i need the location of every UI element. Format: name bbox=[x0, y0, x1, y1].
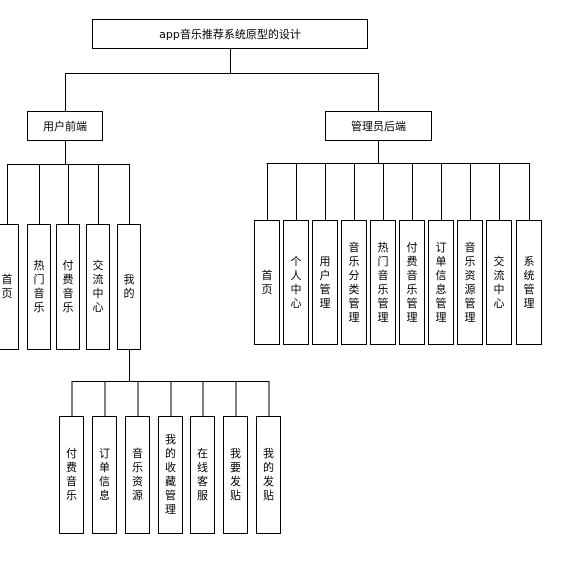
admin-item-hot-music-mgmt: 热门音乐管理 bbox=[370, 220, 396, 345]
admin-item-profile: 个人中心 bbox=[283, 220, 309, 345]
user-item-forum: 交流中心 bbox=[86, 224, 110, 350]
user-item-paid-music-label: 付费音乐 bbox=[62, 259, 74, 314]
mine-item-online-service-label: 在线客服 bbox=[197, 447, 208, 502]
admin-item-user-mgmt-label: 用户管理 bbox=[319, 254, 331, 310]
admin-item-hot-music-mgmt-label: 热门音乐管理 bbox=[377, 240, 389, 324]
user-item-mine-label: 我的 bbox=[123, 273, 135, 300]
admin-item-resource-mgmt-label: 音乐资源管理 bbox=[464, 240, 476, 324]
admin-item-user-mgmt: 用户管理 bbox=[312, 220, 338, 345]
mine-item-online-service: 在线客服 bbox=[190, 416, 215, 534]
mine-item-paid-music: 付费音乐 bbox=[59, 416, 84, 534]
admin-item-forum: 交流中心 bbox=[486, 220, 512, 345]
admin-item-system-mgmt: 系统管理 bbox=[516, 220, 542, 345]
mine-item-new-post: 我要发贴 bbox=[223, 416, 248, 534]
admin-item-order-mgmt-label: 订单信息管理 bbox=[435, 240, 447, 324]
root-label: app音乐推荐系统原型的设计 bbox=[159, 28, 301, 41]
mine-item-my-posts: 我的发贴 bbox=[256, 416, 281, 534]
user-item-home-label: 首页 bbox=[1, 273, 13, 300]
admin-backend-label: 管理员后端 bbox=[351, 120, 406, 133]
admin-item-forum-label: 交流中心 bbox=[493, 254, 505, 310]
root-node: app音乐推荐系统原型的设计 bbox=[92, 19, 368, 49]
admin-backend-node: 管理员后端 bbox=[325, 111, 432, 141]
user-item-home: 首页 bbox=[0, 224, 19, 350]
mine-item-paid-music-label: 付费音乐 bbox=[66, 447, 77, 502]
user-item-paid-music: 付费音乐 bbox=[56, 224, 80, 350]
admin-item-category-mgmt: 音乐分类管理 bbox=[341, 220, 367, 345]
mine-item-new-post-label: 我要发贴 bbox=[230, 447, 241, 502]
admin-item-category-mgmt-label: 音乐分类管理 bbox=[348, 240, 360, 324]
admin-item-paid-music-mgmt: 付费音乐管理 bbox=[399, 220, 425, 345]
admin-item-home-label: 首页 bbox=[261, 268, 273, 296]
user-item-mine: 我的 bbox=[117, 224, 141, 350]
admin-item-order-mgmt: 订单信息管理 bbox=[428, 220, 454, 345]
user-frontend-node: 用户前端 bbox=[27, 111, 103, 141]
user-item-hot-music-label: 热门音乐 bbox=[33, 259, 45, 314]
admin-item-home: 首页 bbox=[254, 220, 280, 345]
mine-item-music-resource: 音乐资源 bbox=[125, 416, 150, 534]
admin-item-paid-music-mgmt-label: 付费音乐管理 bbox=[406, 240, 418, 324]
mine-item-my-posts-label: 我的发贴 bbox=[263, 447, 274, 502]
mine-item-order-info: 订单信息 bbox=[92, 416, 117, 534]
mine-item-music-resource-label: 音乐资源 bbox=[132, 447, 143, 502]
admin-item-profile-label: 个人中心 bbox=[290, 254, 302, 310]
user-frontend-label: 用户前端 bbox=[43, 120, 87, 133]
mine-item-favorites-mgmt: 我的收藏管理 bbox=[158, 416, 183, 534]
admin-item-resource-mgmt: 音乐资源管理 bbox=[457, 220, 483, 345]
user-item-hot-music: 热门音乐 bbox=[27, 224, 51, 350]
mine-item-favorites-mgmt-label: 我的收藏管理 bbox=[165, 433, 176, 516]
mine-item-order-info-label: 订单信息 bbox=[99, 447, 110, 502]
admin-item-system-mgmt-label: 系统管理 bbox=[523, 254, 535, 310]
user-item-forum-label: 交流中心 bbox=[92, 259, 104, 314]
